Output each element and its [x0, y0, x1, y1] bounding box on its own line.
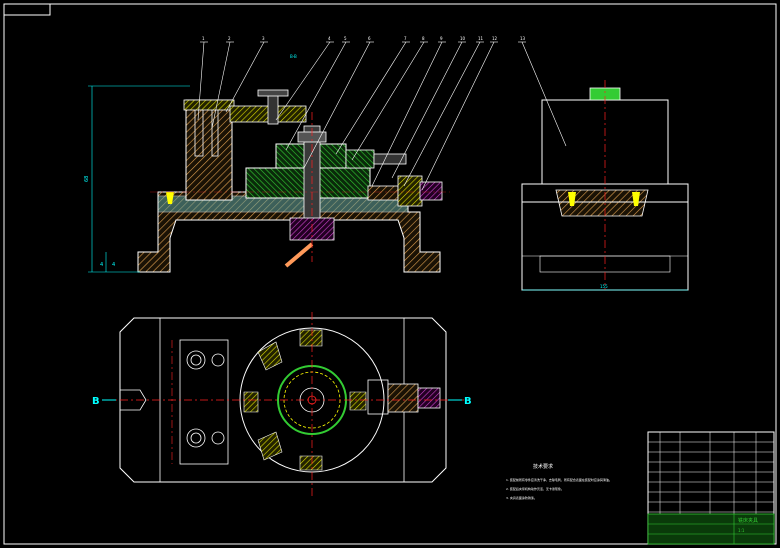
- side-locator-l: [568, 192, 576, 206]
- balloon-leader: [371, 41, 443, 187]
- title-block: 铣床夹具 1:1: [647, 431, 775, 545]
- balloon-label: 8: [422, 36, 425, 41]
- side-knob: [419, 181, 443, 201]
- balloon-leader: [275, 41, 331, 121]
- balloon-leader: [351, 41, 425, 161]
- top-outline: [119, 317, 447, 483]
- title-name-cell: 铣床夹具: [738, 517, 758, 524]
- front-view: 68 4 4 B-B: [84, 54, 450, 273]
- top-spring: [387, 383, 419, 413]
- side-spring: [397, 175, 423, 207]
- side-locator-r: [632, 192, 640, 206]
- balloon-leader: [521, 41, 567, 147]
- balloon-leader: [285, 41, 347, 151]
- top-block: [179, 339, 229, 465]
- left-notch: [120, 389, 147, 411]
- balloon-leader: [225, 41, 265, 113]
- upper-side-screw: [373, 153, 407, 165]
- balloon-label: 10: [460, 36, 466, 41]
- notes-line-1: 1. 装配前所有零件应清洗干净，去除毛刺，所有配合表面在装配时应涂润滑油。: [506, 477, 612, 482]
- section-mark-left: B: [92, 396, 100, 407]
- balloon-label: 2: [228, 36, 231, 41]
- tech-notes: 技术要求 1. 装配前所有零件应清洗干净，去除毛刺，所有配合表面在装配时应涂润滑…: [506, 463, 612, 500]
- top-plunger: [367, 379, 389, 415]
- cutout-2: [299, 329, 323, 347]
- title-block-grid: [648, 432, 774, 514]
- cutout-1: [257, 341, 283, 371]
- dim-height-text: 68: [84, 176, 90, 182]
- top-view: B B: [92, 312, 472, 496]
- title-scale-cell: 1:1: [738, 528, 745, 533]
- locator-left: [166, 192, 174, 204]
- hole-upper-2: [211, 353, 225, 367]
- dim-small-b: 4: [112, 262, 115, 268]
- side-dim-text: 155: [600, 284, 608, 289]
- balloon-leader: [197, 41, 205, 121]
- clamp-knob: [257, 89, 289, 97]
- balloon-leader: [211, 41, 231, 129]
- balloon-label: 4: [328, 36, 331, 41]
- side-view: 155: [521, 80, 689, 291]
- notes-line-2: 2. 装配后夹紧机构动作灵活，无卡滞现象。: [506, 486, 564, 491]
- dim-small-a: 4: [100, 262, 103, 268]
- balloon-leader: [303, 41, 371, 169]
- notes-title: 技术要求: [533, 463, 553, 470]
- balloon-label: 11: [478, 36, 484, 41]
- hole-lower-inner: [190, 432, 202, 444]
- balloon-label: 12: [492, 36, 498, 41]
- balloon-label: 6: [368, 36, 371, 41]
- cutout-5: [299, 455, 323, 471]
- left-column: [185, 99, 233, 201]
- cutout-3: [243, 391, 259, 413]
- dim-top-label: B-B: [290, 54, 297, 59]
- balloon-label: 7: [404, 36, 407, 41]
- hole-lower: [186, 428, 206, 448]
- balloon-leader: [335, 41, 407, 155]
- balloon-label: 9: [440, 36, 443, 41]
- sheet-border: [3, 3, 777, 545]
- hole-lower-2: [211, 431, 225, 445]
- balloon-label: 1: [202, 36, 205, 41]
- title-block-footer: [647, 513, 775, 545]
- side-plunger: [367, 185, 399, 201]
- balloon-leader: [421, 41, 495, 191]
- side-seat: [555, 189, 649, 217]
- balloon-leader: [403, 41, 481, 187]
- column-cap: [183, 99, 235, 111]
- sheet-corner-tab: [3, 3, 51, 16]
- cutout-4: [257, 431, 283, 461]
- section-mark-right: B: [464, 396, 472, 407]
- hole-upper-inner: [190, 354, 202, 366]
- workpiece-side-block: [345, 149, 375, 169]
- handle-lever: [284, 242, 314, 268]
- balloon-leader: [391, 41, 463, 179]
- cutout-6: [349, 391, 367, 411]
- balloon-label: 3: [262, 36, 265, 41]
- balloon-label: 5: [344, 36, 347, 41]
- balloon-label: 13: [520, 36, 526, 41]
- notes-line-3: 3. 夹具表面涂防锈漆。: [506, 495, 537, 500]
- hole-upper: [186, 350, 206, 370]
- top-knob: [417, 387, 441, 409]
